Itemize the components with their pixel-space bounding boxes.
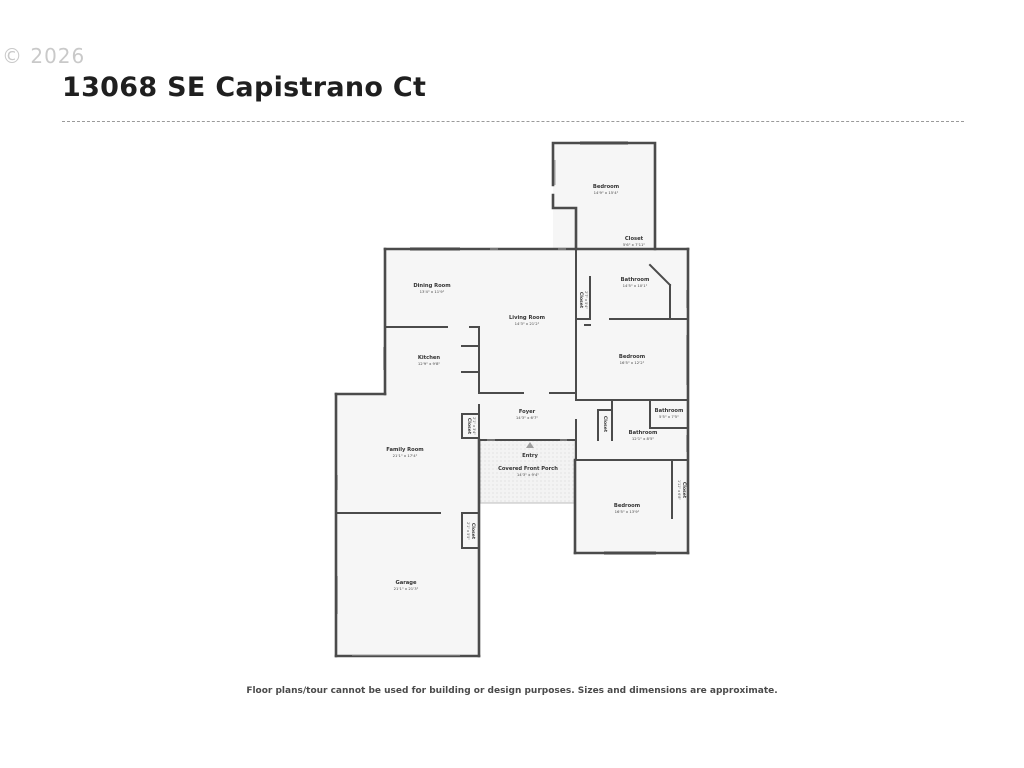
room-dims-bedroom-top: 14'9" x 15'4" bbox=[594, 190, 619, 195]
room-name-bedroom-mid: Bedroom bbox=[619, 354, 645, 360]
room-dims-covered-porch: 14'3" x 9'4" bbox=[517, 472, 540, 477]
title-divider bbox=[62, 121, 964, 122]
room-name-bedroom-low: Bedroom bbox=[614, 503, 640, 509]
room-dims-dining-room: 13'4" x 11'9" bbox=[420, 289, 445, 294]
room-name-bathroom-main: Bathroom bbox=[621, 277, 650, 283]
room-name-closet-foyer: Closet bbox=[466, 418, 472, 435]
room-name-garage: Garage bbox=[395, 580, 417, 586]
room-name-bathroom-small: Bathroom bbox=[655, 408, 684, 414]
room-dims-bedroom-low: 16'5" x 13'9" bbox=[615, 509, 640, 514]
room-name-bathroom-hall: Bathroom bbox=[629, 430, 658, 436]
room-dims-closet-family: 2'1" x 5'5" bbox=[466, 522, 470, 540]
room-name-closet-family: Closet bbox=[470, 523, 476, 540]
room-name-closet-bath: Closet bbox=[602, 416, 608, 433]
room-dims-garage: 21'1" x 21'3" bbox=[394, 586, 419, 591]
room-dims-living-room: 14'3" x 21'2" bbox=[515, 321, 540, 326]
room-dims-bathroom-main: 14'5" x 10'1" bbox=[623, 283, 648, 288]
room-dims-closet-bed: 1'11" x 6'8" bbox=[677, 480, 681, 500]
room-name-closet-top: Closet bbox=[625, 236, 644, 242]
room-dims-bathroom-hall: 12'1" x 8'5" bbox=[632, 436, 655, 441]
room-dims-kitchen: 12'9" x 9'8" bbox=[418, 361, 441, 366]
room-name-foyer: Foyer bbox=[519, 409, 536, 415]
disclaimer-text: Floor plans/tour cannot be used for buil… bbox=[246, 686, 778, 696]
room-labels: Bedroom 14'9" x 15'4" Closet 5'6" x 7'11… bbox=[386, 184, 683, 591]
room-dims-bathroom-small: 5'5" x 7'5" bbox=[659, 414, 679, 419]
room-dims-closet-foyer: 2'1" x 3'4" bbox=[472, 417, 476, 435]
room-name-covered-porch: Covered Front Porch bbox=[498, 466, 558, 472]
room-dims-closet-hall: 2'7" x 5'4" bbox=[584, 291, 588, 309]
closet-labels: Closet 2'7" x 5'4" Closet 2'1" x 3'4" Cl… bbox=[466, 291, 687, 540]
room-name-dining-room: Dining Room bbox=[413, 283, 450, 289]
room-name-closet-hall: Closet bbox=[578, 292, 584, 309]
entry-arrow-icon bbox=[526, 442, 534, 448]
door-markers bbox=[487, 248, 567, 441]
windows bbox=[337, 141, 687, 656]
room-dims-foyer: 14'3" x 6'7" bbox=[516, 415, 539, 420]
property-address-title: 13068 SE Capistrano Ct bbox=[62, 72, 427, 103]
room-name-kitchen: Kitchen bbox=[418, 355, 441, 361]
entry-label: Entry bbox=[522, 453, 538, 459]
room-dims-bedroom-mid: 16'5" x 12'2" bbox=[620, 360, 645, 365]
room-name-living-room: Living Room bbox=[509, 315, 545, 321]
copyright-watermark: © 2026 bbox=[2, 44, 86, 68]
room-dims-family-room: 21'1" x 17'4" bbox=[393, 453, 418, 458]
room-dims-closet-top: 5'6" x 7'11" bbox=[623, 242, 646, 247]
room-name-closet-bed: Closet bbox=[681, 482, 687, 499]
room-name-bedroom-top: Bedroom bbox=[593, 184, 619, 190]
room-name-family-room: Family Room bbox=[386, 447, 423, 453]
